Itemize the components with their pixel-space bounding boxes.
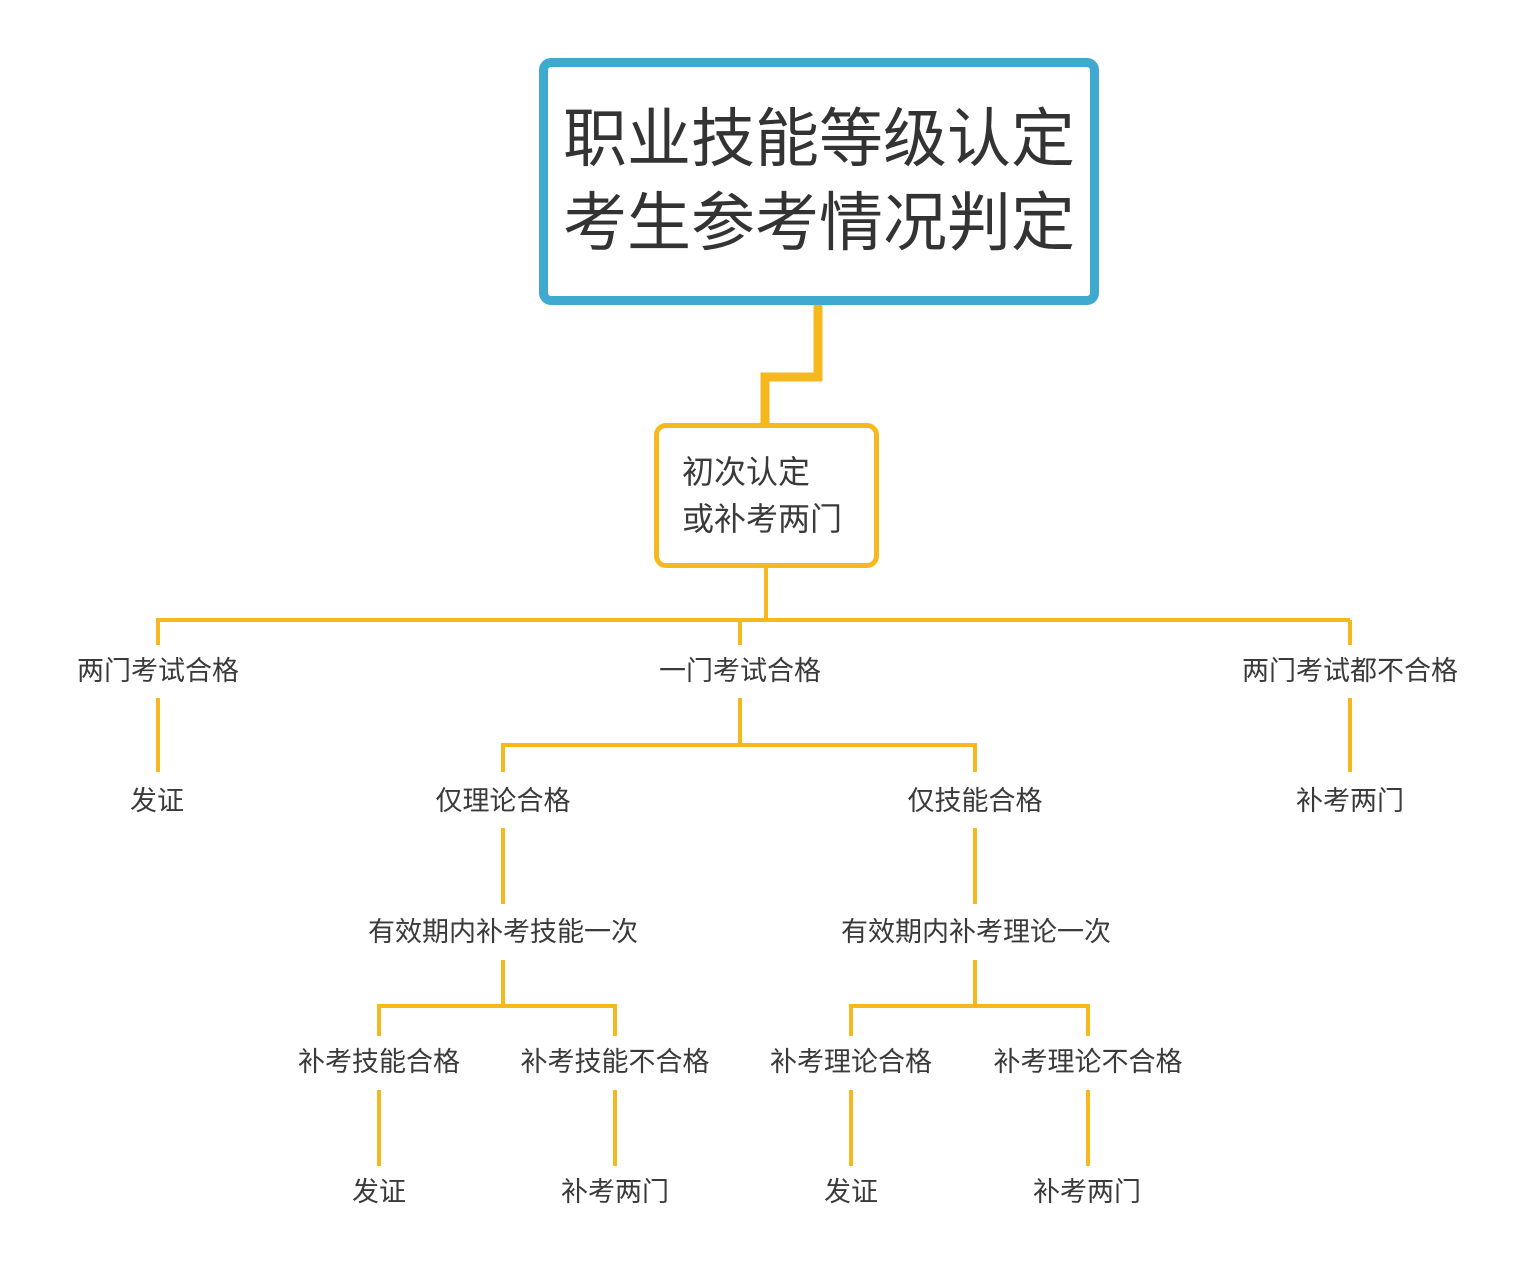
root-title-line-1: 职业技能等级认定 bbox=[563, 102, 1075, 177]
level1-node: 初次认定 或补考两门 bbox=[654, 423, 879, 568]
node-both-pass: 两门考试合格 bbox=[77, 656, 239, 687]
node-skill-retake-fail-result: 补考两门 bbox=[561, 1177, 669, 1208]
node-skill-retake-pass-result: 发证 bbox=[352, 1177, 406, 1208]
node-one-pass: 一门考试合格 bbox=[659, 656, 821, 687]
level1-line-1: 初次认定 bbox=[682, 452, 811, 491]
level1-line-2: 或补考两门 bbox=[682, 499, 843, 538]
node-theory-retake-fail: 补考理论不合格 bbox=[993, 1047, 1183, 1078]
node-skill-only-retake: 有效期内补考理论一次 bbox=[841, 917, 1111, 948]
node-skill-retake-pass: 补考技能合格 bbox=[298, 1047, 460, 1078]
node-both-fail-result: 补考两门 bbox=[1296, 786, 1404, 817]
root-title-line-2: 考生参考情况判定 bbox=[563, 186, 1075, 261]
node-both-fail: 两门考试都不合格 bbox=[1242, 656, 1458, 687]
root-to-level1-connector bbox=[760, 305, 823, 423]
node-both-pass-result: 发证 bbox=[130, 786, 184, 817]
node-theory-only-retake: 有效期内补考技能一次 bbox=[368, 917, 638, 948]
node-theory-only: 仅理论合格 bbox=[435, 786, 571, 817]
node-theory-retake-pass: 补考理论合格 bbox=[770, 1047, 932, 1078]
node-skill-retake-fail: 补考技能不合格 bbox=[520, 1047, 710, 1078]
node-theory-retake-fail-result: 补考两门 bbox=[1033, 1177, 1141, 1208]
root-node: 职业技能等级认定 考生参考情况判定 bbox=[539, 58, 1099, 305]
node-skill-only: 仅技能合格 bbox=[907, 786, 1043, 817]
node-theory-retake-pass-result: 发证 bbox=[824, 1177, 878, 1208]
